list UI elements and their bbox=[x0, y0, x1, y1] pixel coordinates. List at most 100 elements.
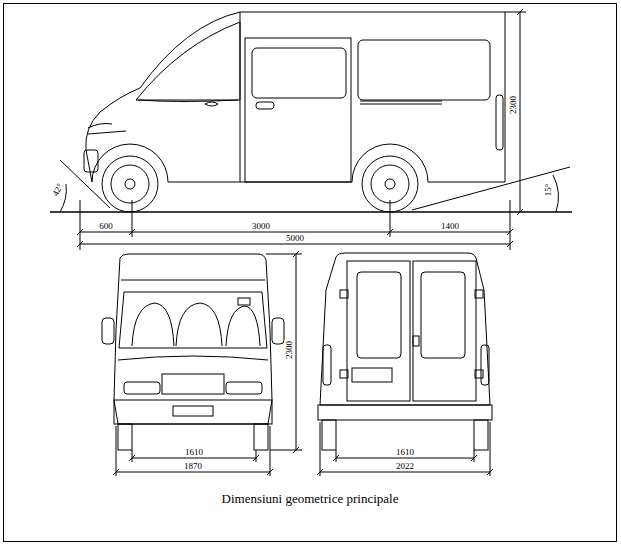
dimension-label: 42° bbox=[51, 181, 66, 198]
figure-caption: Dimensiuni geometrice principale bbox=[221, 492, 400, 505]
rect-stroke bbox=[254, 424, 268, 450]
path-stroke bbox=[553, 175, 558, 212]
path-stroke bbox=[77, 229, 513, 247]
line-stroke bbox=[412, 167, 570, 210]
dimension-label: 15° bbox=[544, 183, 553, 198]
circle-stroke bbox=[111, 165, 149, 203]
line-stroke bbox=[320, 472, 490, 473]
path-stroke bbox=[138, 100, 238, 102]
line-stroke bbox=[116, 426, 117, 476]
line-stroke bbox=[360, 101, 442, 102]
line-stroke bbox=[360, 104, 442, 105]
rect-stroke bbox=[238, 298, 250, 305]
line-stroke bbox=[270, 450, 302, 451]
rect-stroke bbox=[323, 345, 331, 385]
line-stroke bbox=[256, 450, 257, 462]
line-stroke bbox=[510, 200, 511, 250]
line-stroke bbox=[474, 450, 475, 462]
line-stroke bbox=[336, 458, 474, 459]
path-stroke bbox=[113, 455, 273, 475]
rect-stroke bbox=[173, 406, 213, 416]
rect-stroke bbox=[421, 272, 465, 358]
rect-stroke bbox=[118, 424, 132, 450]
dimension-label: 1610 bbox=[184, 448, 204, 457]
circle-stroke bbox=[385, 179, 395, 189]
rect-stroke bbox=[347, 261, 410, 401]
rect-stroke bbox=[340, 370, 348, 378]
rect-stroke bbox=[256, 102, 274, 109]
line-stroke bbox=[296, 254, 297, 450]
rect-stroke bbox=[475, 370, 483, 378]
line-stroke bbox=[80, 244, 510, 245]
line-stroke bbox=[60, 160, 110, 208]
line-stroke bbox=[520, 12, 521, 212]
path-stroke bbox=[118, 356, 268, 360]
line-stroke bbox=[490, 422, 491, 476]
path-stroke bbox=[88, 124, 112, 129]
dimension-label: 2022 bbox=[395, 462, 415, 471]
dimension-label: 1870 bbox=[183, 462, 203, 471]
rect-stroke bbox=[340, 290, 348, 298]
path-stroke bbox=[320, 253, 490, 405]
path-stroke bbox=[176, 303, 222, 346]
van-side-view bbox=[50, 9, 572, 250]
rect-stroke bbox=[318, 405, 492, 420]
van-front-view bbox=[102, 251, 302, 476]
rect-stroke bbox=[272, 318, 284, 344]
line-stroke bbox=[116, 472, 270, 473]
rect-stroke bbox=[413, 336, 419, 346]
dimension-label: 3000 bbox=[251, 222, 271, 231]
rect-stroke bbox=[322, 420, 336, 450]
line-stroke bbox=[88, 131, 126, 134]
path-stroke bbox=[119, 292, 267, 348]
path-stroke bbox=[205, 102, 218, 106]
dimension-label: 1610 bbox=[395, 448, 415, 457]
line-stroke bbox=[336, 450, 337, 462]
van-rear-view bbox=[317, 253, 493, 476]
line-stroke bbox=[505, 12, 526, 13]
rect-stroke bbox=[352, 368, 392, 382]
dimension-label: 1400 bbox=[440, 222, 460, 231]
rect-stroke bbox=[496, 95, 503, 150]
dimension-label: 2300 bbox=[285, 340, 294, 360]
rect-stroke bbox=[475, 290, 483, 298]
rect-stroke bbox=[474, 420, 488, 450]
rect-stroke bbox=[252, 48, 346, 98]
dimension-label: 5000 bbox=[285, 234, 305, 243]
line-stroke bbox=[121, 280, 265, 281]
line-stroke bbox=[50, 211, 572, 213]
sheet-frame bbox=[4, 4, 617, 542]
rect-stroke bbox=[114, 400, 272, 424]
dimension-label: 2300 bbox=[509, 95, 518, 115]
line-stroke bbox=[132, 458, 256, 459]
rect-stroke bbox=[357, 272, 401, 358]
rect-stroke bbox=[358, 40, 490, 100]
circle-stroke bbox=[102, 156, 158, 212]
line-stroke bbox=[240, 12, 241, 182]
path-stroke bbox=[114, 254, 272, 424]
path-stroke bbox=[293, 251, 299, 453]
rect-stroke bbox=[245, 38, 351, 182]
rect-stroke bbox=[413, 261, 476, 401]
line-stroke bbox=[132, 450, 133, 462]
line-stroke bbox=[320, 422, 321, 476]
rect-stroke bbox=[162, 374, 224, 394]
path-stroke bbox=[317, 455, 493, 475]
rect-stroke bbox=[84, 150, 98, 172]
rect-stroke bbox=[226, 382, 262, 394]
path-stroke bbox=[132, 303, 174, 346]
circle-stroke bbox=[125, 179, 135, 189]
line-stroke bbox=[270, 426, 271, 476]
path-stroke bbox=[517, 9, 523, 215]
line-stroke bbox=[80, 200, 81, 250]
dimension-label: 600 bbox=[98, 222, 114, 231]
path-stroke bbox=[86, 12, 505, 182]
circle-stroke bbox=[371, 165, 409, 203]
rect-stroke bbox=[481, 345, 489, 385]
rect-stroke bbox=[124, 382, 160, 394]
path-stroke bbox=[136, 22, 240, 100]
rect-stroke bbox=[102, 318, 114, 344]
